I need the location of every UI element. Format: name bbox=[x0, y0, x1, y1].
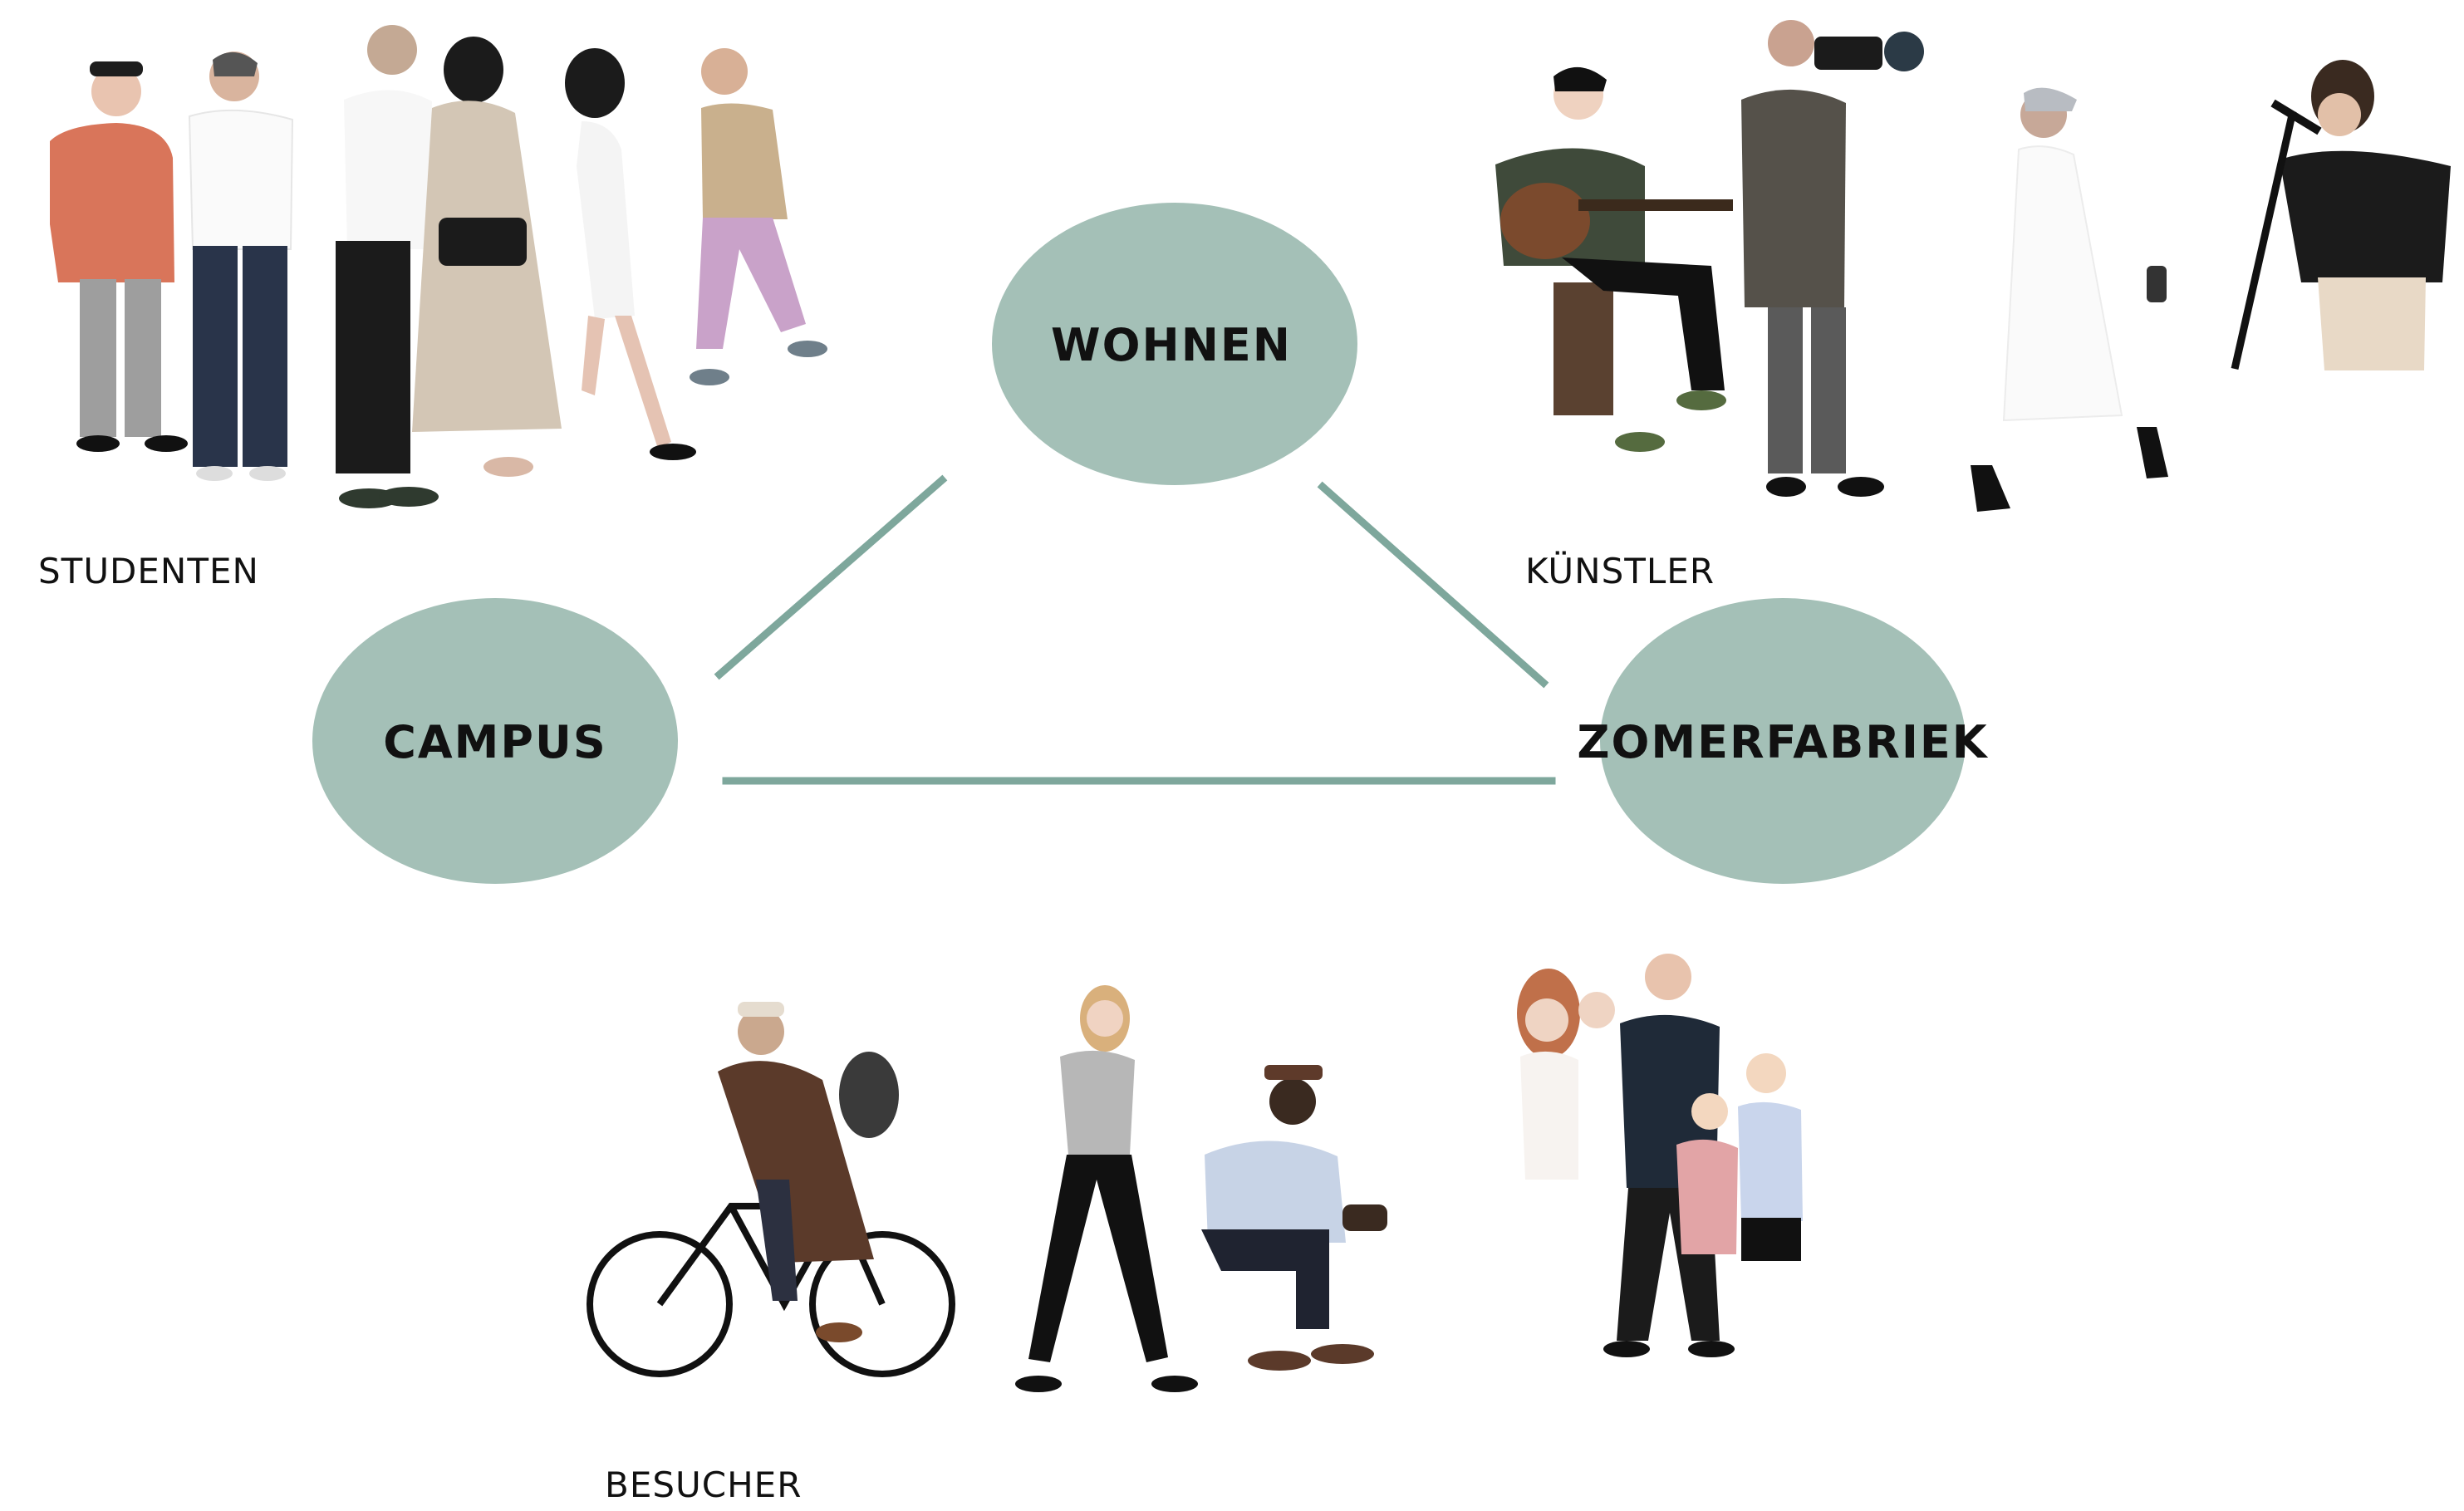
bald-man-pink-trousers-icon bbox=[690, 48, 827, 385]
person-white-shirt-jeans-icon bbox=[188, 52, 294, 481]
guitarist-on-stool-icon bbox=[1495, 66, 1733, 452]
node-wohnen: WOHNEN bbox=[992, 203, 1357, 485]
cyclist-brown-coat-icon bbox=[587, 1002, 955, 1377]
node-campus: CAMPUS bbox=[312, 598, 678, 884]
besucher-illustration-group bbox=[587, 954, 1803, 1392]
woman-beige-coat-handbag-icon bbox=[412, 37, 562, 477]
singer-at-microphone-icon bbox=[2231, 60, 2451, 370]
node-zomerfabriek-ellipse bbox=[1600, 598, 1966, 884]
person-with-cap-orange-shirt-icon bbox=[50, 61, 188, 452]
group-label-studenten: STUDENTEN bbox=[38, 551, 259, 591]
node-zomerfabriek: ZOMERFABRIEK bbox=[1577, 598, 1988, 884]
node-campus-label: CAMPUS bbox=[383, 716, 606, 768]
kuenstler-illustration-group bbox=[1495, 20, 2451, 512]
man-sitting-with-hat-icon bbox=[1201, 1065, 1387, 1371]
node-campus-ellipse bbox=[312, 598, 678, 884]
connectors bbox=[714, 474, 1556, 785]
family-group-icon bbox=[1517, 954, 1803, 1357]
node-wohnen-label: WOHNEN bbox=[1051, 319, 1292, 371]
connector-wohnen-zomerfabriek bbox=[1317, 481, 1549, 689]
group-label-kuenstler: KÜNSTLER bbox=[1525, 550, 1715, 591]
woman-white-dress-icon bbox=[1971, 87, 2168, 512]
photographer-with-camera-icon bbox=[1741, 20, 1924, 497]
node-wohnen-ellipse bbox=[992, 203, 1357, 485]
woman-walking-icon bbox=[565, 48, 696, 460]
group-label-besucher: BESUCHER bbox=[605, 1464, 802, 1505]
connector-campus-wohnen bbox=[714, 474, 948, 680]
node-zomerfabriek-label: ZOMERFABRIEK bbox=[1577, 716, 1988, 768]
studenten-illustration-group bbox=[50, 25, 827, 508]
person-black-outfit-icon bbox=[336, 25, 439, 508]
woman-walking-grey-top-icon bbox=[1015, 985, 1198, 1392]
